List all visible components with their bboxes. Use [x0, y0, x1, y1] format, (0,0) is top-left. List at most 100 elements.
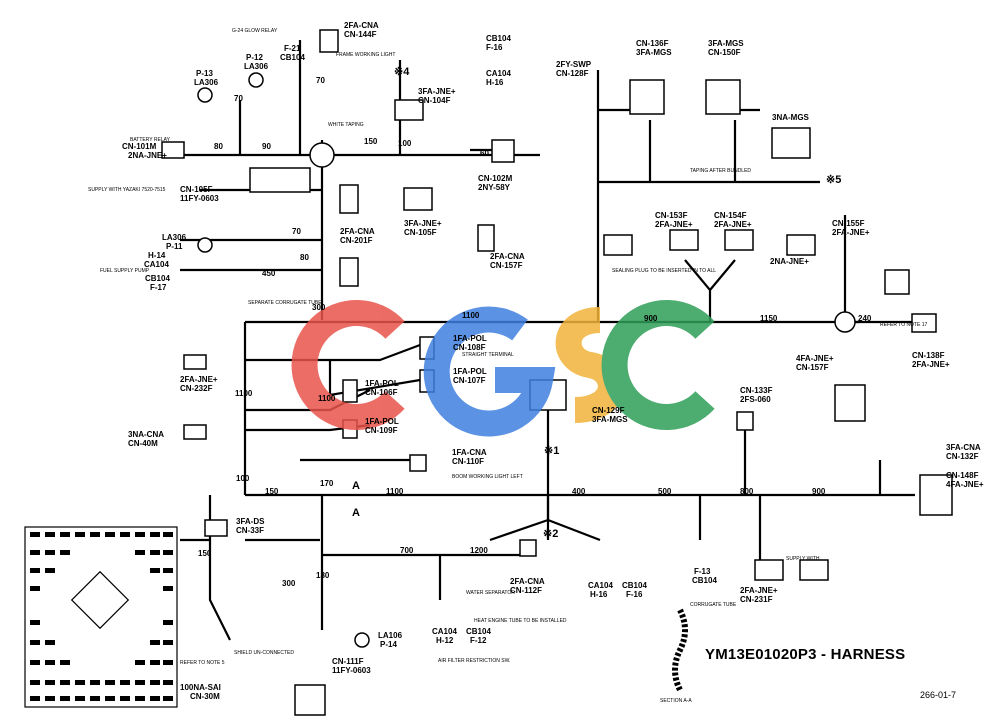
length-label: 500 — [658, 487, 672, 496]
connector-name: CN-136F — [636, 39, 669, 48]
lamp-shape — [197, 237, 213, 253]
wire-top-branch — [238, 40, 510, 155]
connector-shape — [911, 313, 937, 333]
mark-label: ※2 — [543, 528, 559, 540]
lamp-shape — [197, 87, 213, 103]
connector-code: CN-154F — [714, 211, 747, 220]
connector-name: CN-232F — [180, 384, 213, 393]
mark-label: A — [352, 480, 360, 492]
length-label: 70 — [292, 227, 301, 236]
splice-circle — [309, 142, 335, 168]
mark-label: ※1 — [544, 445, 560, 457]
component-code: CA104 — [432, 627, 457, 636]
connector-code: 3NA-MGS — [772, 113, 809, 122]
component-code: F-21 — [284, 44, 301, 53]
connector-code: 2FA-CNA — [510, 577, 545, 586]
component-name: H-16 — [590, 590, 608, 599]
connector-code: 3FA-JNE+ — [418, 87, 456, 96]
connector-code: 1FA-POL — [453, 334, 487, 343]
connector-code: 2FA-CNA — [344, 21, 379, 30]
wire-ur-mid — [648, 120, 737, 182]
note-text: SUPPLY WITH YAZAKI 7520-7515 — [88, 187, 166, 193]
connector-name: 2FS-060 — [740, 395, 771, 404]
connector-name: CN-33F — [236, 526, 265, 535]
wire-inner-1 — [245, 343, 421, 362]
connector-shape — [183, 354, 207, 370]
length-label: 150 — [198, 549, 212, 558]
connector-name: 11FY-0603 — [332, 666, 371, 675]
connector-name: CN-144F — [344, 30, 377, 39]
connector-shape — [339, 184, 359, 214]
component-name: LA306 — [244, 62, 269, 71]
connector-code: CN-148F — [946, 471, 979, 480]
connector-shape — [603, 234, 633, 256]
connector-name: CN-231F — [740, 595, 773, 604]
component-code: H-14 — [148, 251, 166, 260]
watermark-logo — [291, 300, 715, 437]
length-label: 1100 — [235, 389, 253, 398]
connector-code: 3NA-CNA — [128, 430, 164, 439]
connector-name: CN-138F — [912, 351, 945, 360]
connector-shape — [786, 234, 816, 256]
connector-name: CN-30M — [190, 692, 220, 701]
connector-name: CN-106F — [365, 388, 398, 397]
connector-shape — [342, 379, 358, 403]
length-label: 90 — [262, 142, 271, 151]
connector-code: CN-102M — [478, 174, 513, 183]
note-text: SHIELD UN-CONNECTED — [234, 650, 295, 656]
connector-name: 2FA-JNE+ — [832, 228, 870, 237]
note-text: G-24 GLOW RELAY — [232, 28, 278, 34]
connector-shape — [403, 187, 433, 211]
note-text: CORRUGATE TUBE — [690, 602, 737, 608]
connector-name: CN-150F — [708, 48, 741, 57]
component-name: LA306 — [194, 78, 219, 87]
connector-shape — [771, 127, 811, 159]
length-label: 80 — [300, 253, 309, 262]
connector-code: CN-111F — [332, 657, 364, 666]
note-text: BOOM WORKING LIGHT LEFT — [452, 474, 523, 480]
connector-name: 2FA-JNE+ — [714, 220, 752, 229]
connector-code: CN-153F — [655, 211, 688, 220]
doc-number: 266-01-7 — [920, 690, 957, 700]
component-code: CA104 — [588, 581, 613, 590]
splice-circle — [834, 311, 856, 333]
note-text: WATER SEPARATOR — [466, 590, 515, 596]
connector-code: 2FA-JNE+ — [912, 360, 950, 369]
length-label: 1100 — [462, 311, 480, 320]
connector-shape — [183, 424, 207, 440]
connector-shape — [394, 99, 424, 121]
length-label: 80 — [214, 142, 223, 151]
component-code: LA106 — [378, 631, 403, 640]
note-text: BATTERY RELAY — [130, 137, 170, 143]
wire-mid-horiz — [320, 495, 520, 630]
component-code: CB104 — [622, 581, 647, 590]
connector-shape — [919, 474, 953, 516]
connector-shape — [705, 79, 741, 115]
connector-code: 3FA-MGS — [636, 48, 672, 57]
connector-code: 1FA-POL — [365, 379, 399, 388]
component-name: CB104 — [280, 53, 305, 62]
connector-code: 2FA-CNA — [490, 252, 525, 261]
component-code: CB104 — [466, 627, 491, 636]
connector-shape — [799, 559, 829, 581]
component-name: F-17 — [150, 283, 167, 292]
connector-name: CN-112F — [510, 586, 543, 595]
length-label: 450 — [262, 269, 276, 278]
note-text: SECTION A-A — [660, 698, 692, 704]
connector-shape — [319, 29, 339, 53]
connector-name: CN-201F — [340, 236, 373, 245]
connector-shape — [477, 224, 495, 252]
length-label: 100 — [236, 474, 250, 483]
note-text: SEALING PLUG TO BE INSERTED IN TO ALL — [612, 268, 717, 274]
connector-name: CN-108F — [453, 343, 486, 352]
connector-name: CN-132F — [946, 452, 979, 461]
connector-shape — [491, 139, 515, 163]
length-label: 400 — [572, 487, 586, 496]
length-label: 900 — [644, 314, 658, 323]
length-label: 1200 — [470, 546, 488, 555]
note-text: REFER TO NOTE 5 — [180, 660, 225, 666]
connector-shape — [754, 559, 784, 581]
diagram-title: YM13E01020P3 - HARNESS — [705, 646, 906, 663]
component-name: F-16 — [626, 590, 643, 599]
connector-code: CN-101M — [122, 142, 157, 151]
